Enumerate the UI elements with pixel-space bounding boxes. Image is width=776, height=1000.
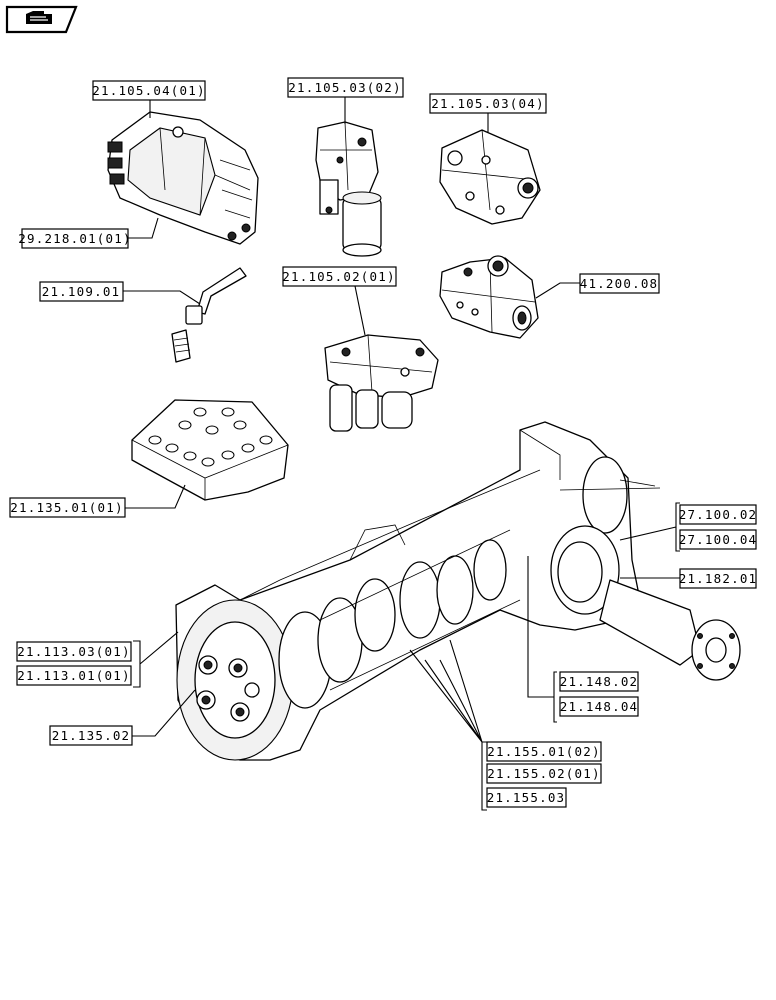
svg-text:41.200.08: 41.200.08 <box>580 276 659 291</box>
ref-27-100-02[interactable]: 27.100.02 <box>679 504 758 525</box>
svg-text:21.155.03: 21.155.03 <box>487 790 566 805</box>
svg-text:21.135.02: 21.135.02 <box>52 728 131 743</box>
ref-41-200-08[interactable]: 41.200.08 <box>579 273 660 294</box>
svg-text:21.155.02(01): 21.155.02(01) <box>487 766 600 781</box>
svg-text:21.105.03(02): 21.105.03(02) <box>288 80 401 95</box>
priority-valve-assembly <box>324 334 439 432</box>
valve-stack-assembly <box>107 111 259 245</box>
ref-21-113-03-01[interactable]: 21.113.03(01) <box>16 641 132 662</box>
ref-21-105-03-02[interactable]: 21.105.03(02) <box>287 77 404 98</box>
svg-text:21.113.03(01): 21.113.03(01) <box>17 644 130 659</box>
svg-text:27.100.02: 27.100.02 <box>679 507 758 522</box>
svg-text:21.148.04: 21.148.04 <box>560 699 639 714</box>
svg-text:21.105.02(01): 21.105.02(01) <box>282 269 395 284</box>
ref-21-155-03[interactable]: 21.155.03 <box>486 787 567 808</box>
ref-21-182-01[interactable]: 21.182.01 <box>679 568 758 589</box>
svg-text:21.148.02: 21.148.02 <box>560 674 639 689</box>
ref-21-109-01[interactable]: 21.109.01 <box>39 281 124 302</box>
ref-29-218-01-01[interactable]: 29.218.01(01) <box>18 228 131 249</box>
svg-text:21.105.03(04): 21.105.03(04) <box>431 96 544 111</box>
ref-21-148-02[interactable]: 21.148.02 <box>559 671 639 692</box>
steering-valve-block <box>439 255 539 339</box>
ref-21-148-04[interactable]: 21.148.04 <box>559 696 639 717</box>
ref-21-155-02-01[interactable]: 21.155.02(01) <box>486 763 602 784</box>
svg-text:21.105.04(01): 21.105.04(01) <box>92 83 205 98</box>
svg-text:27.100.04: 27.100.04 <box>679 532 758 547</box>
svg-text:21.182.01: 21.182.01 <box>679 571 758 586</box>
back-button[interactable] <box>5 5 78 34</box>
svg-text:21.113.01(01): 21.113.01(01) <box>17 668 130 683</box>
control-valve-block <box>439 129 541 225</box>
hydraulic-pipe <box>171 267 247 363</box>
ref-21-105-02-01[interactable]: 21.105.02(01) <box>282 266 397 287</box>
ref-21-105-03-04[interactable]: 21.105.03(04) <box>429 93 547 114</box>
ref-21-105-04-01[interactable]: 21.105.04(01) <box>92 80 206 101</box>
hand-pointing-back-icon <box>26 11 52 24</box>
svg-text:29.218.01(01): 29.218.01(01) <box>18 231 131 246</box>
ref-21-113-01-01[interactable]: 21.113.01(01) <box>16 665 132 686</box>
ref-27-100-04[interactable]: 27.100.04 <box>679 529 758 550</box>
leader-lines <box>123 97 680 811</box>
ref-21-135-02[interactable]: 21.135.02 <box>49 725 133 746</box>
reference-labels: 21.105.04(01) 29.218.01(01) 21.105.03(02… <box>9 77 758 808</box>
valve-with-filter <box>315 121 382 257</box>
svg-text:21.135.01(01): 21.135.01(01) <box>10 500 123 515</box>
svg-text:21.109.01: 21.109.01 <box>42 284 121 299</box>
rear-transmission-housing <box>175 421 741 761</box>
svg-text:21.155.01(02): 21.155.01(02) <box>487 744 600 759</box>
transmission-top-cover <box>131 399 289 501</box>
ref-21-135-01-01[interactable]: 21.135.01(01) <box>9 497 126 518</box>
ref-21-155-01-02[interactable]: 21.155.01(02) <box>486 741 602 762</box>
